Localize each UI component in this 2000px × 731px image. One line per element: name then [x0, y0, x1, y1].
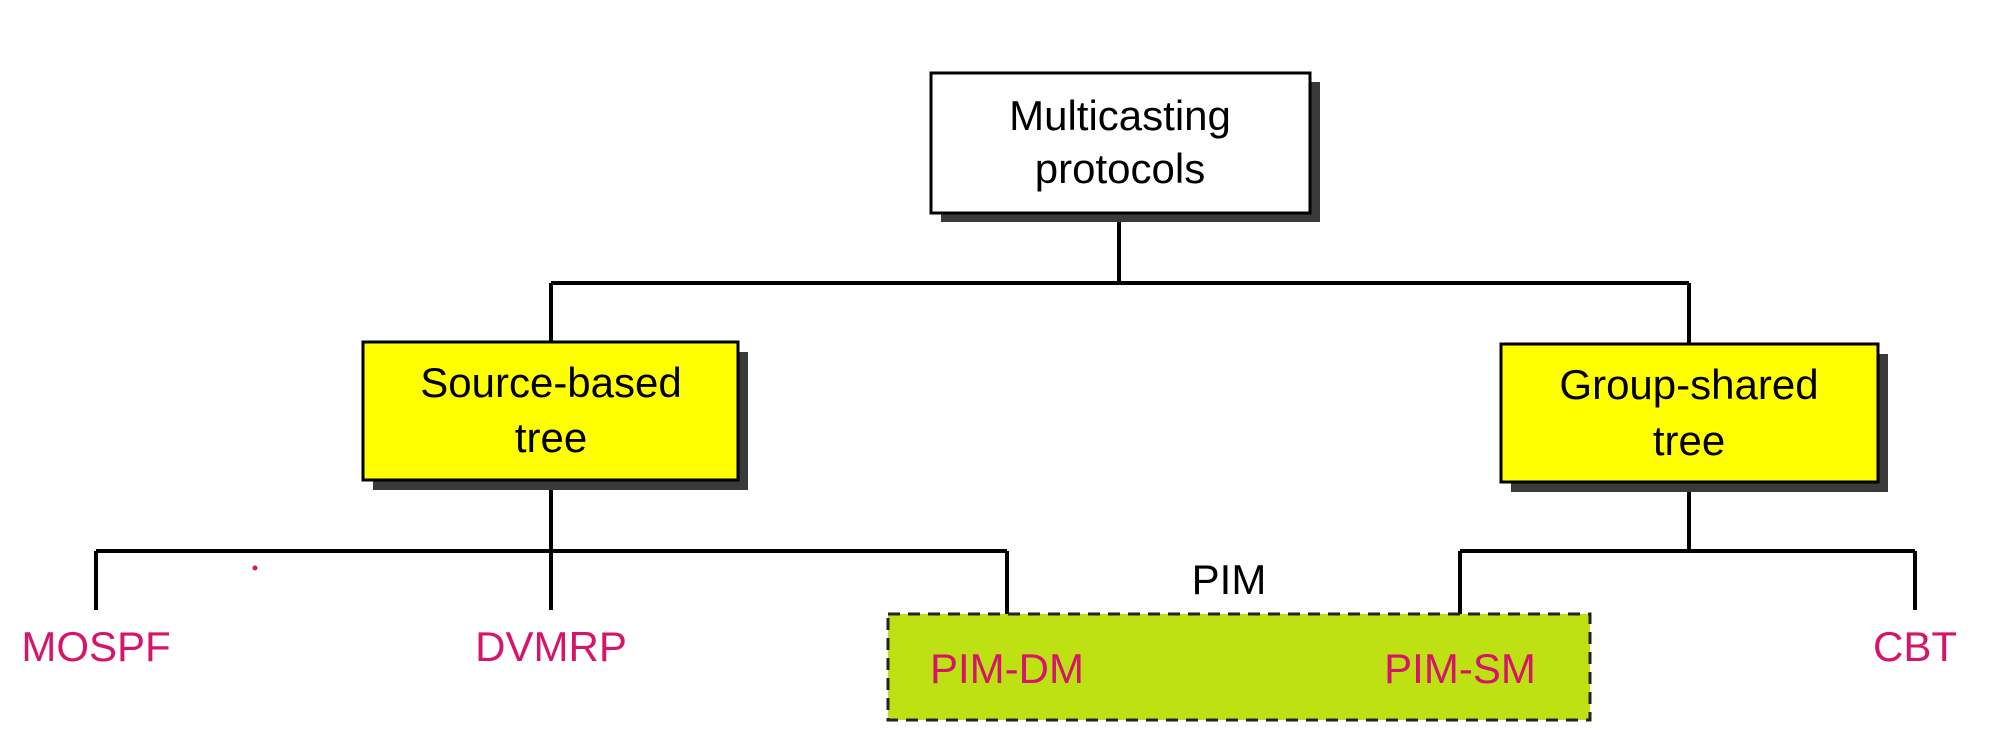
group-shared-tree-box [1499, 342, 1880, 484]
leaf-mospf: MOSPF [21, 623, 170, 670]
leaf-labels: MOSPF DVMRP PIM-DM PIM-SM CBT [21, 623, 1957, 692]
group-shared-tree-node: Group-shared tree [1499, 342, 1888, 492]
root-node-label-line2: protocols [1035, 145, 1205, 192]
source-based-tree-box [361, 340, 740, 482]
leaf-pim-sm: PIM-SM [1384, 645, 1536, 692]
stray-dot [252, 565, 258, 571]
pim-group-label: PIM [1192, 556, 1267, 603]
source-based-tree-label-line1: Source-based [420, 359, 682, 406]
leaf-pim-dm: PIM-DM [930, 645, 1084, 692]
connector-lines [94, 213, 1917, 614]
source-based-tree-node: Source-based tree [361, 340, 748, 490]
group-shared-tree-label-line2: tree [1653, 417, 1725, 464]
leaf-dvmrp: DVMRP [475, 623, 627, 670]
group-shared-tree-label-line1: Group-shared [1559, 361, 1818, 408]
root-node: Multicasting protocols [929, 71, 1320, 222]
root-node-label-line1: Multicasting [1009, 92, 1231, 139]
root-node-box [929, 71, 1312, 215]
pim-group: PIM [886, 556, 1592, 722]
leaf-cbt: CBT [1873, 623, 1957, 670]
source-based-tree-label-line2: tree [515, 414, 587, 461]
pim-group-box [886, 612, 1592, 722]
